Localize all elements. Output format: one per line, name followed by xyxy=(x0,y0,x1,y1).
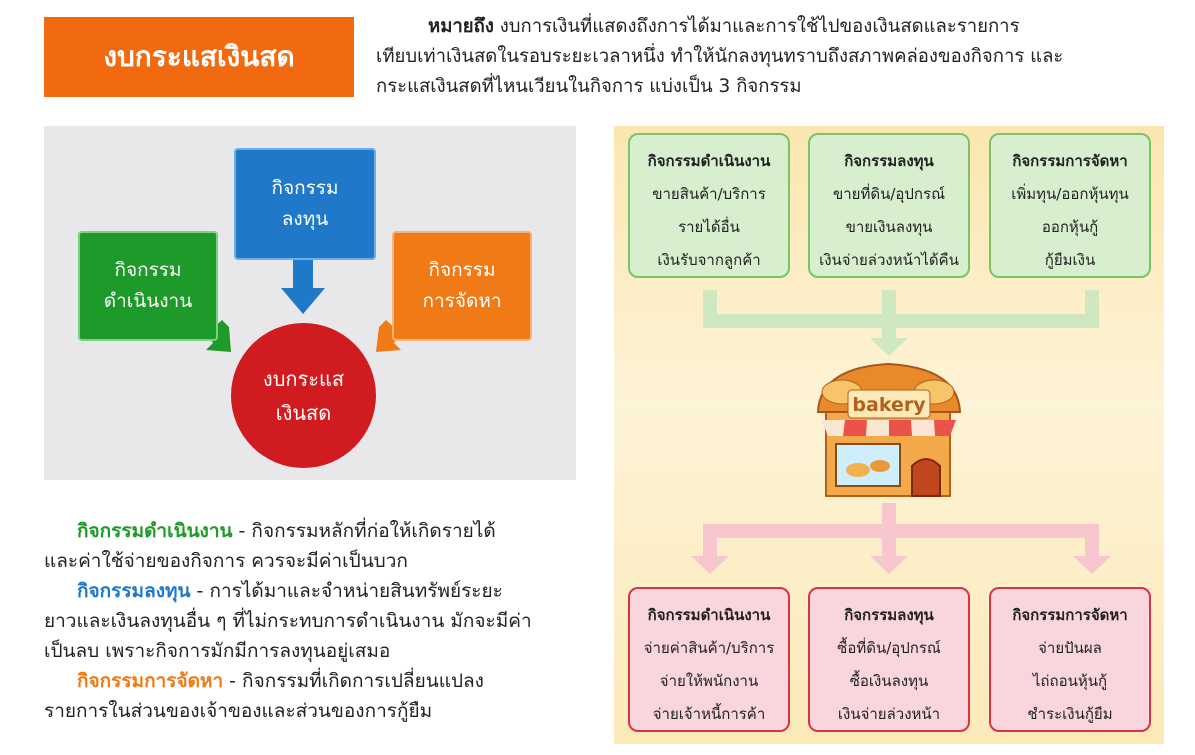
intro-line-3: กระแสเงินสดที่ไหนเวียนในกิจการ แบ่งเป็น … xyxy=(376,76,802,97)
inflow-card-financing: กิจกรรมการจัดหา เพิ่มทุน/ออกหุ้นทุน ออกห… xyxy=(989,133,1151,278)
outflow-card-title: กิจกรรมดำเนินงาน xyxy=(647,606,771,624)
financing-activity-box: กิจกรรม การจัดหา xyxy=(392,231,532,341)
operating-desc-2: และค่าใช้จ่ายของกิจการ ควรจะมีค่าเป็นบวก xyxy=(44,550,408,572)
inflow-item: เงินรับจากลูกค้า xyxy=(657,251,761,269)
operating-arrow-icon xyxy=(206,320,231,352)
financing-term: กิจกรรมการจัดหา xyxy=(77,670,224,692)
inflow-card-title: กิจกรรมการจัดหา xyxy=(1012,152,1128,170)
inflow-item: เพิ่มทุน/ออกหุ้นทุน xyxy=(1011,185,1129,203)
financing-box-line-2: การจัดหา xyxy=(422,290,502,312)
investing-desc-2: ยาวและเงินลงทุนอื่น ๆ ที่ไม่กระทบการดำเน… xyxy=(44,610,532,632)
outflow-item: จ่ายเจ้าหนี้การค้า xyxy=(652,705,766,723)
outflow-item: เงินจ่ายล่วงหน้า xyxy=(837,705,941,723)
investing-desc-3: เป็นลบ เพราะกิจการมักมีการลงทุนอยู่เสมอ xyxy=(44,640,391,662)
financing-arrow-icon xyxy=(376,320,401,352)
financing-desc-1: - กิจกรรมที่เกิดการเปลี่ยนแปลง xyxy=(223,670,484,692)
operating-box-line-2: ดำเนินงาน xyxy=(103,290,193,312)
intro-line-2: เทียบเท่าเงินสดในรอบระยะเวลาหนึ่ง ทำให้น… xyxy=(376,46,1064,67)
activity-descriptions: กิจกรรมดำเนินงาน - กิจกรรมหลักที่ก่อให้เ… xyxy=(44,516,604,726)
operating-activity-box: กิจกรรม ดำเนินงาน xyxy=(78,231,218,341)
financing-box-line-1: กิจกรรม xyxy=(428,259,496,281)
operating-desc-1: - กิจกรรมหลักที่ก่อให้เกิดรายได้ xyxy=(232,520,496,542)
operating-term: กิจกรรมดำเนินงาน xyxy=(77,520,233,542)
inflow-item: ขายสินค้า/บริการ xyxy=(652,185,766,203)
outflow-item: ซื้อเงินลงทุน xyxy=(849,672,929,690)
outflow-card-operating: กิจกรรมดำเนินงาน จ่ายค่าสินค้า/บริการ จ่… xyxy=(628,587,790,732)
cash-flow-statement-circle: งบกระแส เงินสด xyxy=(231,323,376,468)
investing-activity-box: กิจกรรม ลงทุน xyxy=(234,148,376,260)
investing-box-line-2: ลงทุน xyxy=(281,208,329,230)
outflow-card-investing: กิจกรรมลงทุน ซื้อที่ดิน/อุปกรณ์ ซื้อเงิน… xyxy=(808,587,970,732)
inflow-card-title: กิจกรรมลงทุน xyxy=(844,152,934,170)
outflow-item: ชำระเงินกู้ยืม xyxy=(1027,705,1113,723)
operating-box-line-1: กิจกรรม xyxy=(114,259,182,281)
outflow-item: จ่ายค่าสินค้า/บริการ xyxy=(643,639,775,657)
inflow-card-investing: กิจกรรมลงทุน ขายที่ดิน/อุปกรณ์ ขายเงินลง… xyxy=(808,133,970,278)
outflow-item: จ่ายปันผล xyxy=(1038,639,1102,657)
outflow-item: ไถ่ถอนหุ้นกู้ xyxy=(1032,672,1108,690)
intro-text: หมายถึง งบการเงินที่แสดงถึงการได้มาและกา… xyxy=(376,12,1176,102)
investing-term: กิจกรรมลงทุน xyxy=(77,580,191,602)
page-title: งบกระแสเงินสด xyxy=(44,17,354,97)
investing-desc-1: - การได้มาและจำหน่ายสินทรัพย์ระยะ xyxy=(190,580,503,602)
intro-keyword: หมายถึง xyxy=(428,16,494,37)
invest-arrow-icon xyxy=(281,260,325,314)
outflow-item: ซื้อที่ดิน/อุปกรณ์ xyxy=(837,639,941,657)
inflow-card-operating: กิจกรรมดำเนินงาน ขายสินค้า/บริการ รายได้… xyxy=(628,133,790,278)
circle-line-2: เงินสด xyxy=(275,400,332,425)
bakery-shop-icon: bakery xyxy=(816,362,962,497)
investing-box-line-1: กิจกรรม xyxy=(271,177,339,199)
bakery-sign-text: bakery xyxy=(852,394,926,416)
outflow-card-financing: กิจกรรมการจัดหา จ่ายปันผล ไถ่ถอนหุ้นกู้ … xyxy=(989,587,1151,732)
outflow-item: จ่ายให้พนักงาน xyxy=(659,672,759,690)
outflow-card-title: กิจกรรมการจัดหา xyxy=(1012,606,1128,624)
inflow-item: รายได้อื่น xyxy=(678,218,740,236)
circle-line-1: งบกระแส xyxy=(262,366,345,391)
financing-desc-2: รายการในส่วนของเจ้าของและส่วนของการกู้ยื… xyxy=(44,700,433,722)
outflow-connector-shapes xyxy=(691,503,1111,574)
inflow-item: ออกหุ้นกู้ xyxy=(1041,218,1099,236)
intro-line-1: งบการเงินที่แสดงถึงการได้มาและการใช้ไปขอ… xyxy=(493,16,1020,37)
inflow-connector-shapes xyxy=(703,290,1099,356)
inflow-item: เงินจ่ายล่วงหน้าได้คืน xyxy=(819,251,959,269)
inflow-item: ขายที่ดิน/อุปกรณ์ xyxy=(833,185,945,203)
inflow-item: กู้ยืมเงิน xyxy=(1044,251,1096,269)
inflow-item: ขายเงินลงทุน xyxy=(845,218,933,236)
inflow-card-title: กิจกรรมดำเนินงาน xyxy=(647,152,771,170)
outflow-card-title: กิจกรรมลงทุน xyxy=(844,606,934,624)
